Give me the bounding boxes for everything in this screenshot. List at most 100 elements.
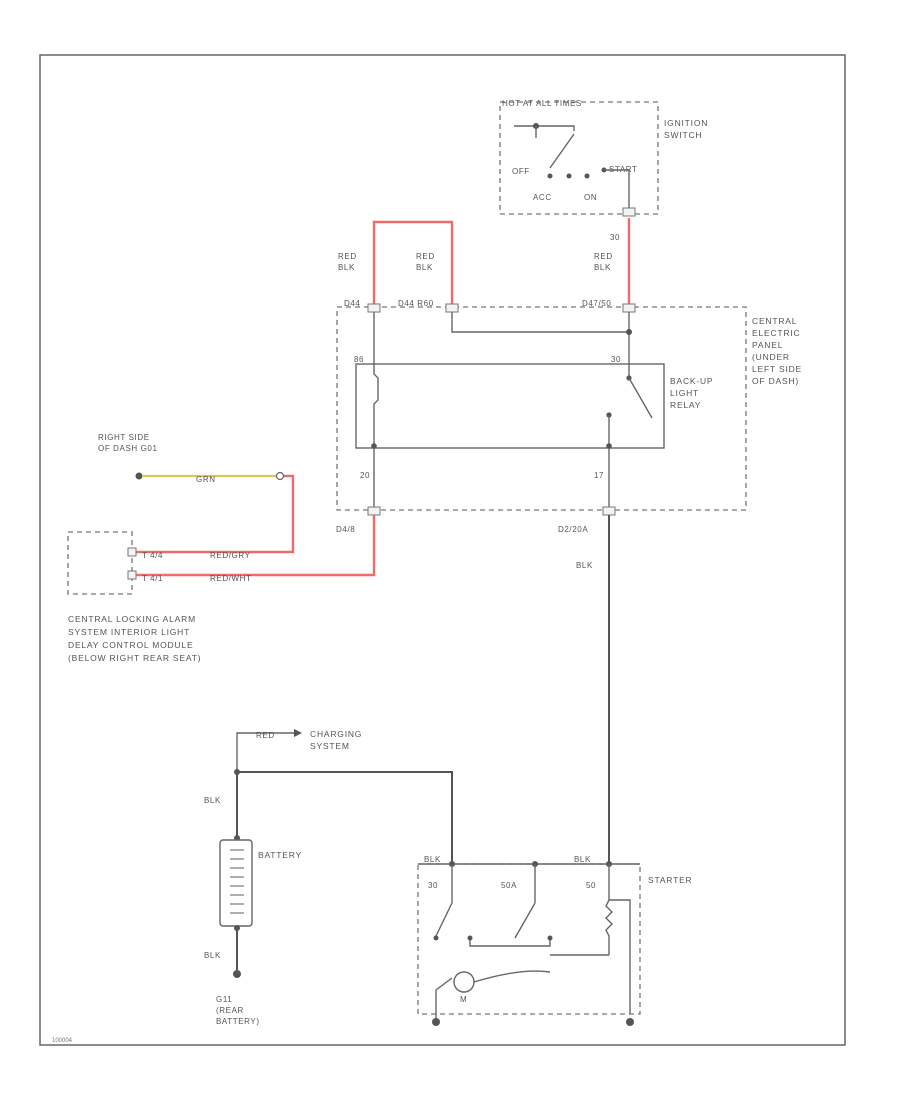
charging-system-label: CHARGING SYSTEM (310, 729, 365, 751)
starter-ground-right (626, 1018, 634, 1026)
red-blk-loop-wire (372, 220, 454, 305)
ignition-contact-acc (566, 173, 572, 179)
ignition-hot-label: HOT AT ALL TIMES (502, 99, 582, 108)
starter-motor-label: M (460, 995, 467, 1004)
battery-cells (230, 849, 244, 914)
ignition-pos-on: ON (584, 193, 597, 202)
red-wht-wire (134, 515, 376, 577)
ignition-switch-blade (549, 133, 575, 169)
alarm-module-name-text: CENTRAL LOCKING ALARM (68, 614, 196, 624)
starter-motor-lead (435, 977, 453, 1020)
central-panel-name-text-line-4: LEFT SIDE (752, 364, 802, 374)
ignition-name-line: IGNITION (664, 118, 708, 128)
starter-sw1-blade (435, 902, 453, 937)
alarm-module-name-text-line-3: (BELOW RIGHT REAR SEAT) (68, 653, 201, 663)
wire-label-blk-starter: BLK (576, 561, 593, 570)
starter: BLK BLK STARTER 30 50A 50 M (417, 855, 693, 1026)
wire-label-blk-3: BLK (594, 263, 611, 272)
relay-pin-30: 30 (611, 355, 621, 364)
starter-wire-label-right: BLK (574, 855, 591, 864)
ignition-pos-acc: ACC (533, 193, 552, 202)
starter-motor-icon (453, 971, 475, 993)
relay-switch-blade (628, 377, 653, 419)
central-panel-name-text: CENTRAL (752, 316, 797, 326)
relay-pin-86: 86 (354, 355, 364, 364)
relay-switch-dot (606, 443, 612, 449)
starter-label: STARTER (648, 875, 693, 885)
wire-label-blk-1: BLK (338, 263, 355, 272)
ground-label-text: RIGHT SIDE (98, 433, 150, 442)
starter-hold-coil-lead (609, 899, 631, 1014)
relay-name-text: BACK-UP (670, 376, 713, 386)
figure-code: 100004 (52, 1038, 73, 1044)
wire-label-blk-2: BLK (416, 263, 433, 272)
alarm-pin-bottom: T 4/1 (142, 574, 163, 583)
relay-pin-17: 17 (594, 471, 604, 480)
starter-pin-50: 50 (586, 881, 596, 890)
ignition-switch: HOT AT ALL TIMES IGNITION SWITCH OFF ACC… (499, 99, 711, 217)
wire-label-blk-ground: BLK (204, 951, 221, 960)
alarm-module-name: CENTRAL LOCKING ALARM SYSTEM INTERIOR LI… (68, 614, 201, 663)
starter-motor-field (473, 970, 551, 983)
starter-sw1-contact (433, 935, 439, 941)
panel-bottom-pin-right: D2/20A (558, 525, 588, 534)
ignition-pos-off: OFF (512, 167, 530, 176)
ignition-switch-name: IGNITION SWITCH (664, 118, 711, 140)
battery-ground-text-line-2: BATTERY) (216, 1017, 260, 1026)
ignition-connector (622, 207, 636, 217)
relay-coil-dot (371, 443, 377, 449)
starter-wire-label-left: BLK (424, 855, 441, 864)
central-panel-name-text-line-5: OF DASH) (752, 376, 799, 386)
panel-bottom-conn-2 (602, 506, 616, 516)
starter-pin-50a: 50A (501, 881, 517, 890)
alarm-pin-top: T 4/4 (142, 551, 163, 560)
relay-name-text-line-1: LIGHT (670, 388, 699, 398)
panel-pin-d44: D44 (344, 299, 360, 308)
wire-label-red-2: RED (416, 252, 435, 261)
wire-label-grn: GRN (196, 475, 216, 484)
starter-link-dot-1 (467, 935, 473, 941)
alarm-pin-top-conn (127, 547, 137, 557)
wire-label-red-blk-1: RED BLK (338, 252, 360, 272)
grn-wire-connector (275, 471, 285, 481)
wire-label-red-blk-2: RED BLK (416, 252, 438, 272)
battery-ground-text: G11 (216, 995, 232, 1004)
panel-pin-d44r60: D44 R60 (398, 299, 434, 308)
starter-solenoid-coil (605, 864, 613, 955)
battery-main-cable (237, 771, 453, 864)
panel-conn-1 (367, 303, 381, 313)
alarm-module-name-text-line-1: SYSTEM INTERIOR LIGHT (68, 627, 190, 637)
alarm-pin-bottom-conn (127, 570, 137, 580)
top-wires: 30 RED BLK RED BLK RED BLK (338, 218, 631, 305)
central-panel-name-text-line-2: PANEL (752, 340, 783, 350)
panel-pin-d47: D47/50 (582, 299, 611, 308)
wire-label-red: RED (256, 731, 275, 740)
starter-link-dot-2 (547, 935, 553, 941)
charging-system-text: CHARGING (310, 729, 362, 739)
backup-light-relay (355, 363, 665, 449)
panel-conn-3 (622, 303, 636, 313)
ignition-name-line-line-1: SWITCH (664, 130, 702, 140)
charging-wire (236, 732, 295, 772)
relay-name-text-line-2: RELAY (670, 400, 701, 410)
panel-bottom-pin-left: D4/8 (336, 525, 355, 534)
ignition-bus (514, 125, 575, 131)
central-panel-name-text-line-3: (UNDER (752, 352, 790, 362)
central-panel-name-text-line-1: ELECTRIC (752, 328, 800, 338)
starter-pin-30: 30 (428, 881, 438, 890)
charging-system-text-line-1: SYSTEM (310, 741, 350, 751)
red-gry-wire (134, 474, 295, 554)
panel-junction (626, 329, 632, 335)
ignition-switch-box (499, 101, 659, 215)
alarm-module-name-text-line-2: DELAY CONTROL MODULE (68, 640, 193, 650)
alarm-circuit: RIGHT SIDE OF DASH G01 GRN RED/GRY RED/W… (67, 433, 376, 663)
central-panel-name: CENTRAL ELECTRIC PANEL (UNDER LEFT SIDE OF D… (752, 316, 802, 386)
wire-label-red-1: RED (338, 252, 357, 261)
ignition-contact-off (547, 173, 553, 179)
alarm-module-box (67, 531, 133, 595)
wire-label-red-blk-3: RED BLK (594, 252, 616, 272)
battery-label: BATTERY (258, 850, 302, 860)
ground-terminal (135, 472, 143, 480)
wire-label-red-wht: RED/WHT (210, 574, 252, 583)
